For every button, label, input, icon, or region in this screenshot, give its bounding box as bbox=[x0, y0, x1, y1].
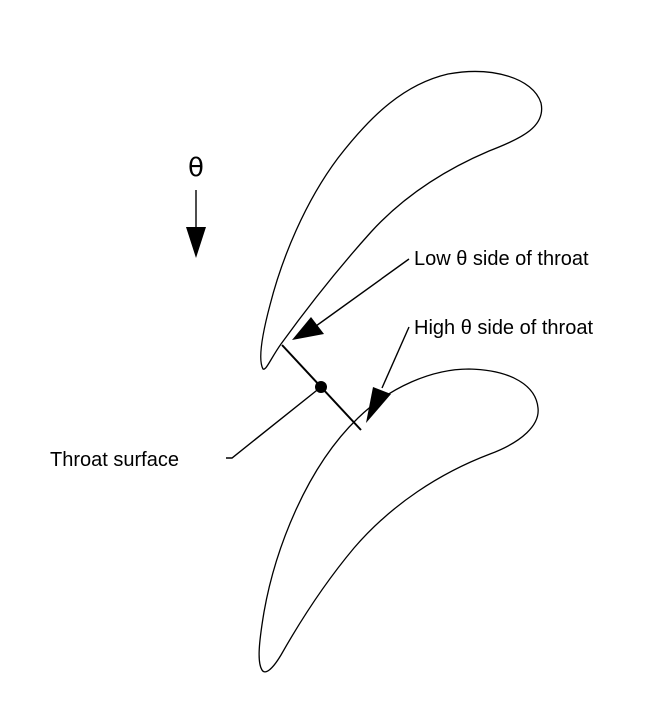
theta-arrow-head-icon bbox=[186, 227, 206, 258]
low-side-label: Low θ side of throat bbox=[414, 248, 589, 270]
theta-symbol: θ bbox=[188, 153, 204, 183]
throat-surface-label: Throat surface bbox=[50, 449, 179, 471]
throat-surface-leader bbox=[226, 386, 322, 459]
lower-blade bbox=[258, 368, 539, 673]
low-side-arrow-head-icon bbox=[292, 317, 324, 340]
high-side-leader bbox=[381, 326, 410, 389]
upper-blade bbox=[260, 70, 543, 370]
low-side-leader bbox=[315, 258, 410, 327]
high-side-arrow-head-icon bbox=[366, 387, 391, 423]
high-side-label: High θ side of throat bbox=[414, 317, 593, 339]
